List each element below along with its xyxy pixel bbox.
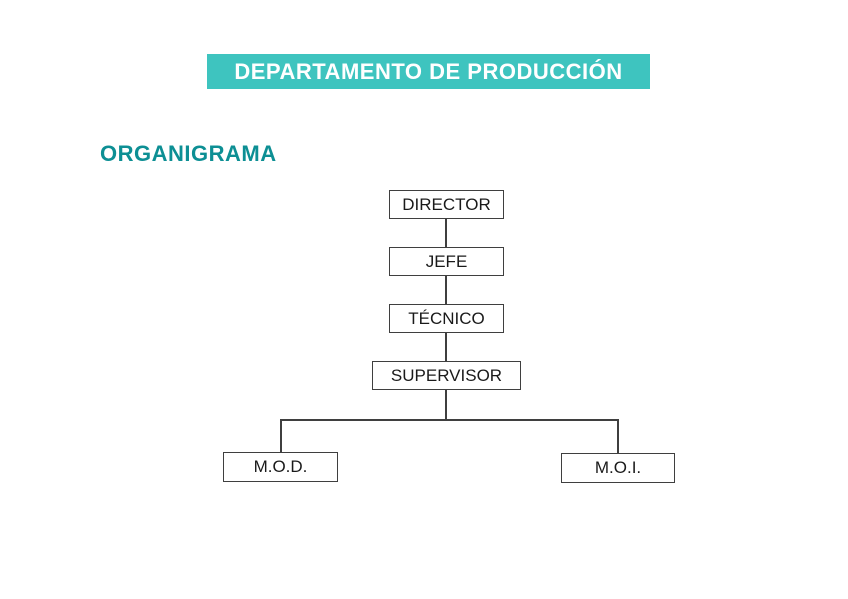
connector-tecnico-supervisor: [445, 333, 447, 361]
org-node-label: JEFE: [425, 251, 468, 271]
org-node-director: DIRECTOR: [389, 190, 504, 219]
connector-horizontal-rail: [280, 419, 619, 421]
connector-moi-drop: [617, 419, 619, 453]
org-node-moi: M.O.I.: [561, 453, 675, 483]
org-node-supervisor: SUPERVISOR: [372, 361, 521, 390]
connector-director-jefe: [445, 219, 447, 247]
section-title: ORGANIGRAMA: [100, 141, 277, 166]
banner: DEPARTAMENTO DE PRODUCCIÓN: [207, 54, 650, 89]
org-node-label: TÉCNICO: [408, 308, 485, 328]
banner-title: DEPARTAMENTO DE PRODUCCIÓN: [234, 58, 623, 84]
org-node-label: SUPERVISOR: [390, 365, 503, 385]
org-node-tecnico: TÉCNICO: [389, 304, 504, 333]
org-node-mod: M.O.D.: [223, 452, 338, 482]
connector-supervisor-drop: [445, 390, 447, 420]
org-node-label: M.O.D.: [253, 457, 308, 476]
org-node-label: M.O.I.: [594, 458, 642, 477]
org-node-jefe: JEFE: [389, 247, 504, 276]
connector-mod-drop: [280, 419, 282, 452]
connector-jefe-tecnico: [445, 276, 447, 304]
org-node-label: DIRECTOR: [402, 194, 491, 214]
